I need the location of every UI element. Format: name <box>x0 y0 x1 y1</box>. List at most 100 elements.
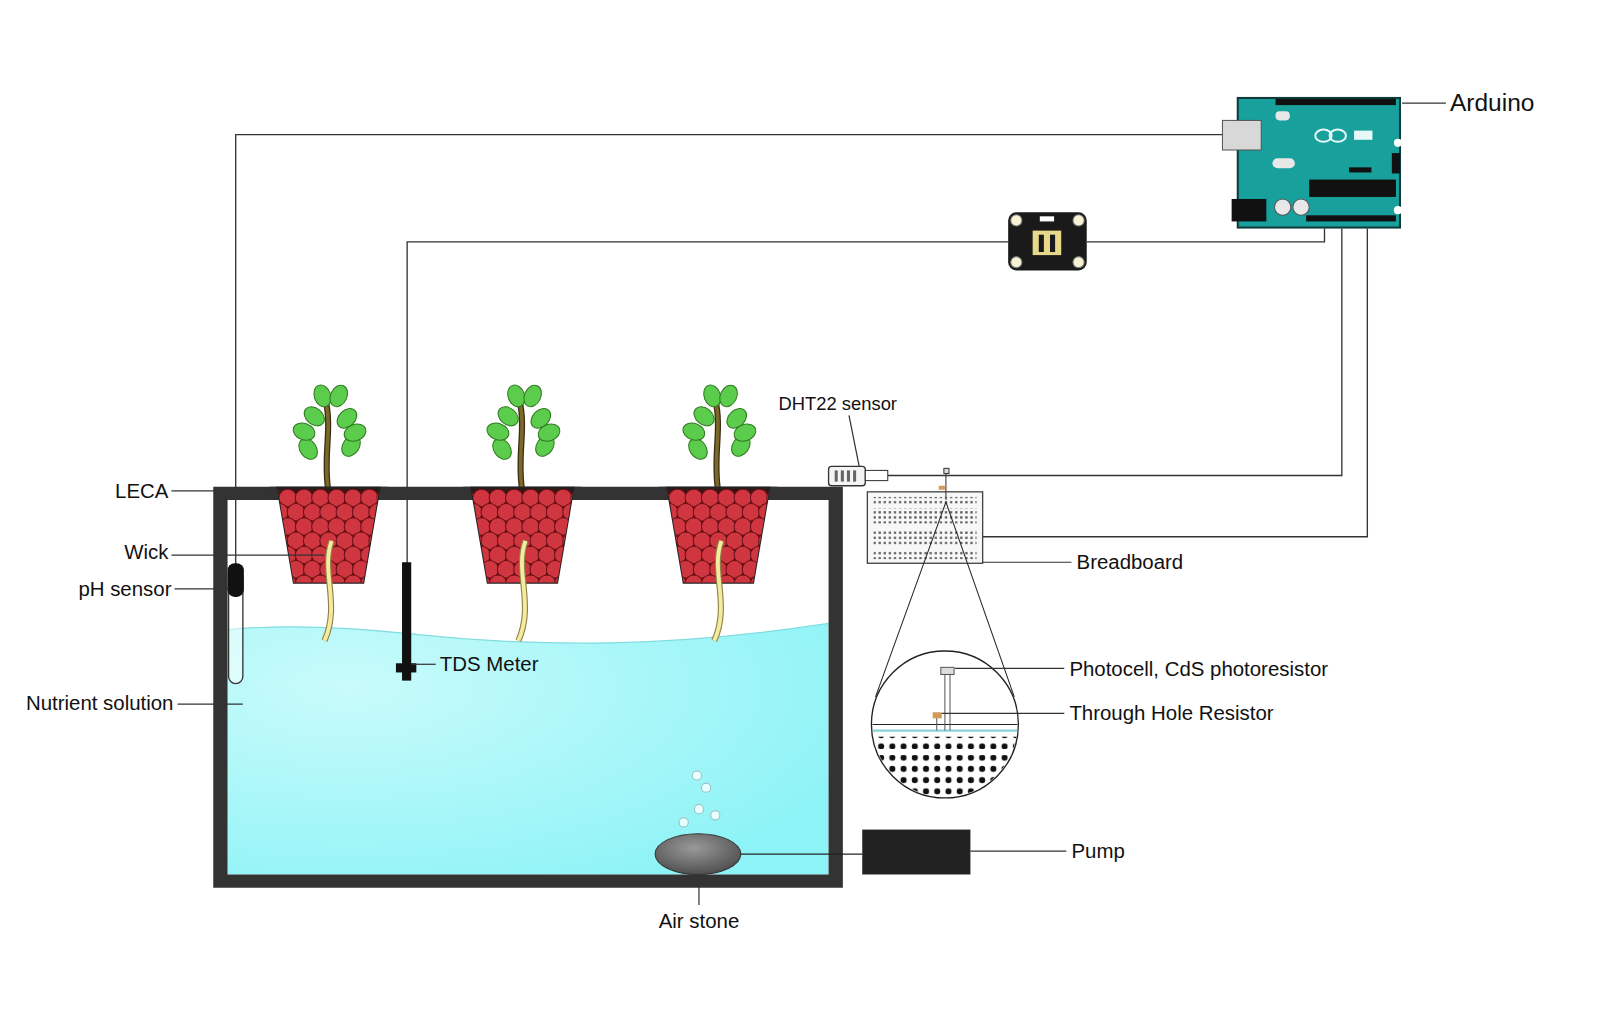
part-label: LECA <box>115 480 168 502</box>
dht22-sensor <box>841 470 844 481</box>
breadboard <box>873 531 976 546</box>
arduino-board <box>1222 120 1261 150</box>
zoom-inset <box>867 730 1020 732</box>
breadboard <box>873 551 976 559</box>
arduino-board <box>1232 199 1267 221</box>
leca-balls <box>571 546 589 564</box>
plant <box>715 400 718 492</box>
leader-line <box>955 668 1064 669</box>
nutrient-water <box>228 623 829 874</box>
arduino-board <box>1222 98 1402 228</box>
arduino-board <box>1330 130 1346 142</box>
wick <box>518 541 525 641</box>
plant <box>327 382 351 409</box>
leca-balls <box>271 532 289 550</box>
plant <box>681 382 759 492</box>
zoom-inset <box>867 737 1020 749</box>
leader-line <box>411 664 435 665</box>
air-stone <box>711 811 720 820</box>
pump <box>741 853 862 854</box>
part-label: Breadboard <box>1077 551 1184 573</box>
leca-balls <box>750 575 768 593</box>
part-label: Photocell, CdS photoresistor <box>1069 657 1328 679</box>
air-stone <box>679 818 688 827</box>
dht22-sensor <box>865 470 887 480</box>
plant <box>536 421 563 444</box>
tds-module <box>1011 215 1022 226</box>
leca-balls <box>271 561 289 579</box>
leader-line <box>171 490 280 491</box>
leca-balls <box>767 575 785 593</box>
leca-balls <box>263 489 281 507</box>
tds-module <box>1033 231 1062 255</box>
zoom-inset <box>867 502 1020 806</box>
nutrient-water <box>228 623 829 643</box>
arduino-board <box>1276 99 1396 105</box>
leca-balls <box>538 575 556 593</box>
leader-line <box>970 850 1066 851</box>
leca-balls <box>563 532 581 550</box>
leca-balls <box>767 518 785 536</box>
plant-pot <box>263 382 395 641</box>
leader-line <box>849 415 859 466</box>
leca-balls <box>377 546 395 564</box>
leca-balls <box>563 561 581 579</box>
leca-balls <box>263 518 281 536</box>
signal-wire <box>236 135 1223 568</box>
air-stone <box>655 771 741 875</box>
leca-balls <box>767 546 785 564</box>
leca-balls <box>344 575 362 593</box>
plant <box>326 400 329 492</box>
arduino-board <box>1306 215 1396 221</box>
plant <box>291 420 318 443</box>
tank-wall <box>213 487 843 888</box>
leca-balls <box>473 575 491 593</box>
leca-balls <box>571 489 589 507</box>
leca-balls <box>759 532 777 550</box>
tds-module <box>1008 212 1087 270</box>
wick <box>518 541 525 641</box>
arduino-board <box>1274 199 1290 215</box>
leca-balls <box>457 518 475 536</box>
plant <box>521 382 545 409</box>
leca-balls <box>457 546 475 564</box>
leca-balls <box>571 575 589 593</box>
leca-balls <box>295 575 313 593</box>
zoom-inset <box>933 712 942 718</box>
leca-balls <box>767 489 785 507</box>
plant <box>681 420 708 443</box>
leca-balls <box>279 575 297 593</box>
pump <box>741 830 971 875</box>
signal-wire <box>983 229 1368 537</box>
leader-line <box>171 103 1445 905</box>
leca-balls <box>652 546 670 564</box>
leca-balls <box>369 561 387 579</box>
signal-wire <box>407 242 1008 564</box>
part-label: TDS Meter <box>440 653 539 675</box>
wick <box>714 541 721 641</box>
zoom-inset <box>867 755 1020 806</box>
air-stone <box>702 783 711 792</box>
wick <box>714 541 721 641</box>
ph-sensor <box>228 563 244 597</box>
nutrient-water <box>228 623 829 874</box>
signal-wire <box>1087 229 1325 242</box>
dht22-sensor <box>853 470 856 481</box>
tds-module <box>1040 216 1054 221</box>
tds-probe <box>396 562 416 680</box>
breadboard <box>867 492 982 563</box>
leader-line <box>174 588 228 589</box>
leca-balls <box>669 575 687 593</box>
leca-balls <box>465 561 483 579</box>
breadboard <box>945 473 946 500</box>
leader-line <box>942 713 1064 714</box>
leca-balls <box>652 489 670 507</box>
plant-pot <box>263 382 785 641</box>
tds-module <box>1073 257 1084 268</box>
zoom-inset <box>936 718 937 730</box>
tds-module <box>1011 257 1022 268</box>
air-stone <box>694 805 703 814</box>
arduino-board <box>1349 167 1371 172</box>
